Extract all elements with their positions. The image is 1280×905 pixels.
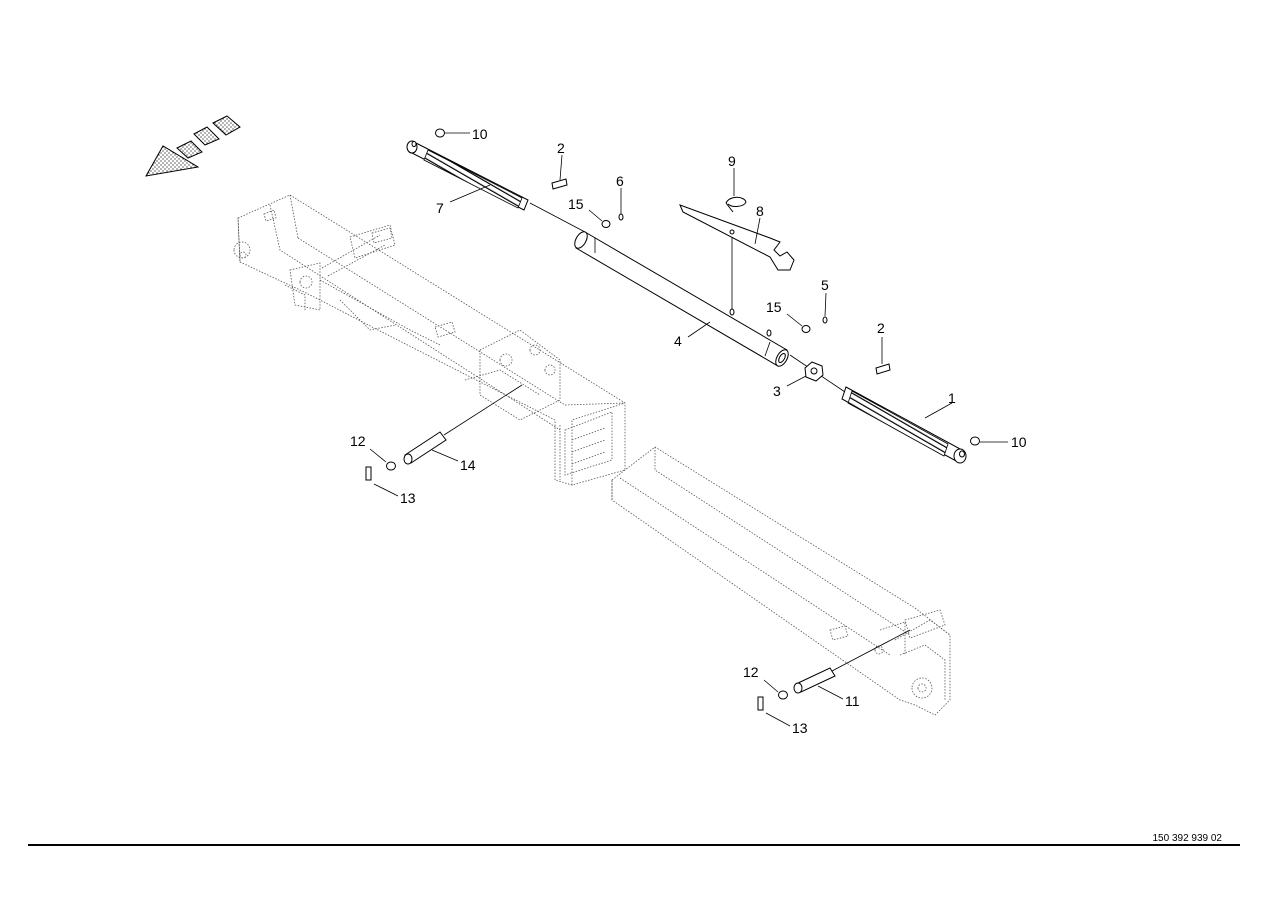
document-number: 150 392 939 02: [1152, 833, 1222, 844]
washer-15-lower: [801, 325, 811, 333]
threaded-rod-left: [406, 140, 529, 211]
callout-6: 6: [616, 173, 624, 189]
extension-frame-beam: [611, 446, 951, 716]
callout-4: 4: [674, 333, 682, 349]
threaded-rod-right: [841, 386, 967, 464]
pin-upper: [551, 178, 568, 190]
hex-nut: [804, 361, 824, 382]
washer-12-lower: [778, 690, 788, 700]
bolt-14: [403, 384, 523, 465]
washer-12-upper: [386, 461, 396, 471]
callout-14: 14: [460, 457, 476, 473]
washer-10-lower: [970, 436, 980, 446]
callout-13-lower: 13: [792, 720, 808, 736]
spring-clip: [725, 196, 747, 213]
pin-13-lower: [757, 696, 764, 711]
callout-3: 3: [773, 383, 781, 399]
washer-15-upper: [601, 220, 611, 228]
pin-lower: [875, 363, 891, 375]
callout-12-lower: 12: [743, 664, 759, 680]
callout-2-lower: 2: [877, 320, 885, 336]
split-pin-5: [822, 316, 828, 324]
spanner-wrench: [679, 204, 795, 271]
pin-13-upper: [365, 466, 372, 481]
main-frame-beam: [233, 194, 626, 486]
travel-direction-arrow-icon: [145, 115, 241, 177]
bolt-11: [793, 629, 911, 694]
callout-1: 1: [948, 390, 956, 406]
callout-13-upper: 13: [400, 490, 416, 506]
washer-10-upper: [435, 128, 445, 138]
callout-15-upper: 15: [568, 196, 584, 212]
callout-10-lower: 10: [1011, 434, 1027, 450]
callout-11: 11: [845, 693, 860, 709]
callout-7: 7: [436, 200, 444, 216]
callout-5: 5: [821, 277, 829, 293]
callout-12-upper: 12: [350, 433, 366, 449]
callout-8: 8: [756, 203, 764, 219]
callout-9: 9: [728, 153, 736, 169]
split-pin-6: [618, 213, 624, 221]
callout-15-lower: 15: [766, 299, 782, 315]
leader-lines: [369, 132, 1008, 727]
callout-10-upper: 10: [472, 126, 488, 142]
adjusting-tube: [574, 231, 789, 367]
callout-labels: 10 2 6 15 7 9 8 5 15 4 2 3 1 10 12 14 13…: [350, 126, 1027, 736]
callout-2-upper: 2: [557, 140, 565, 156]
